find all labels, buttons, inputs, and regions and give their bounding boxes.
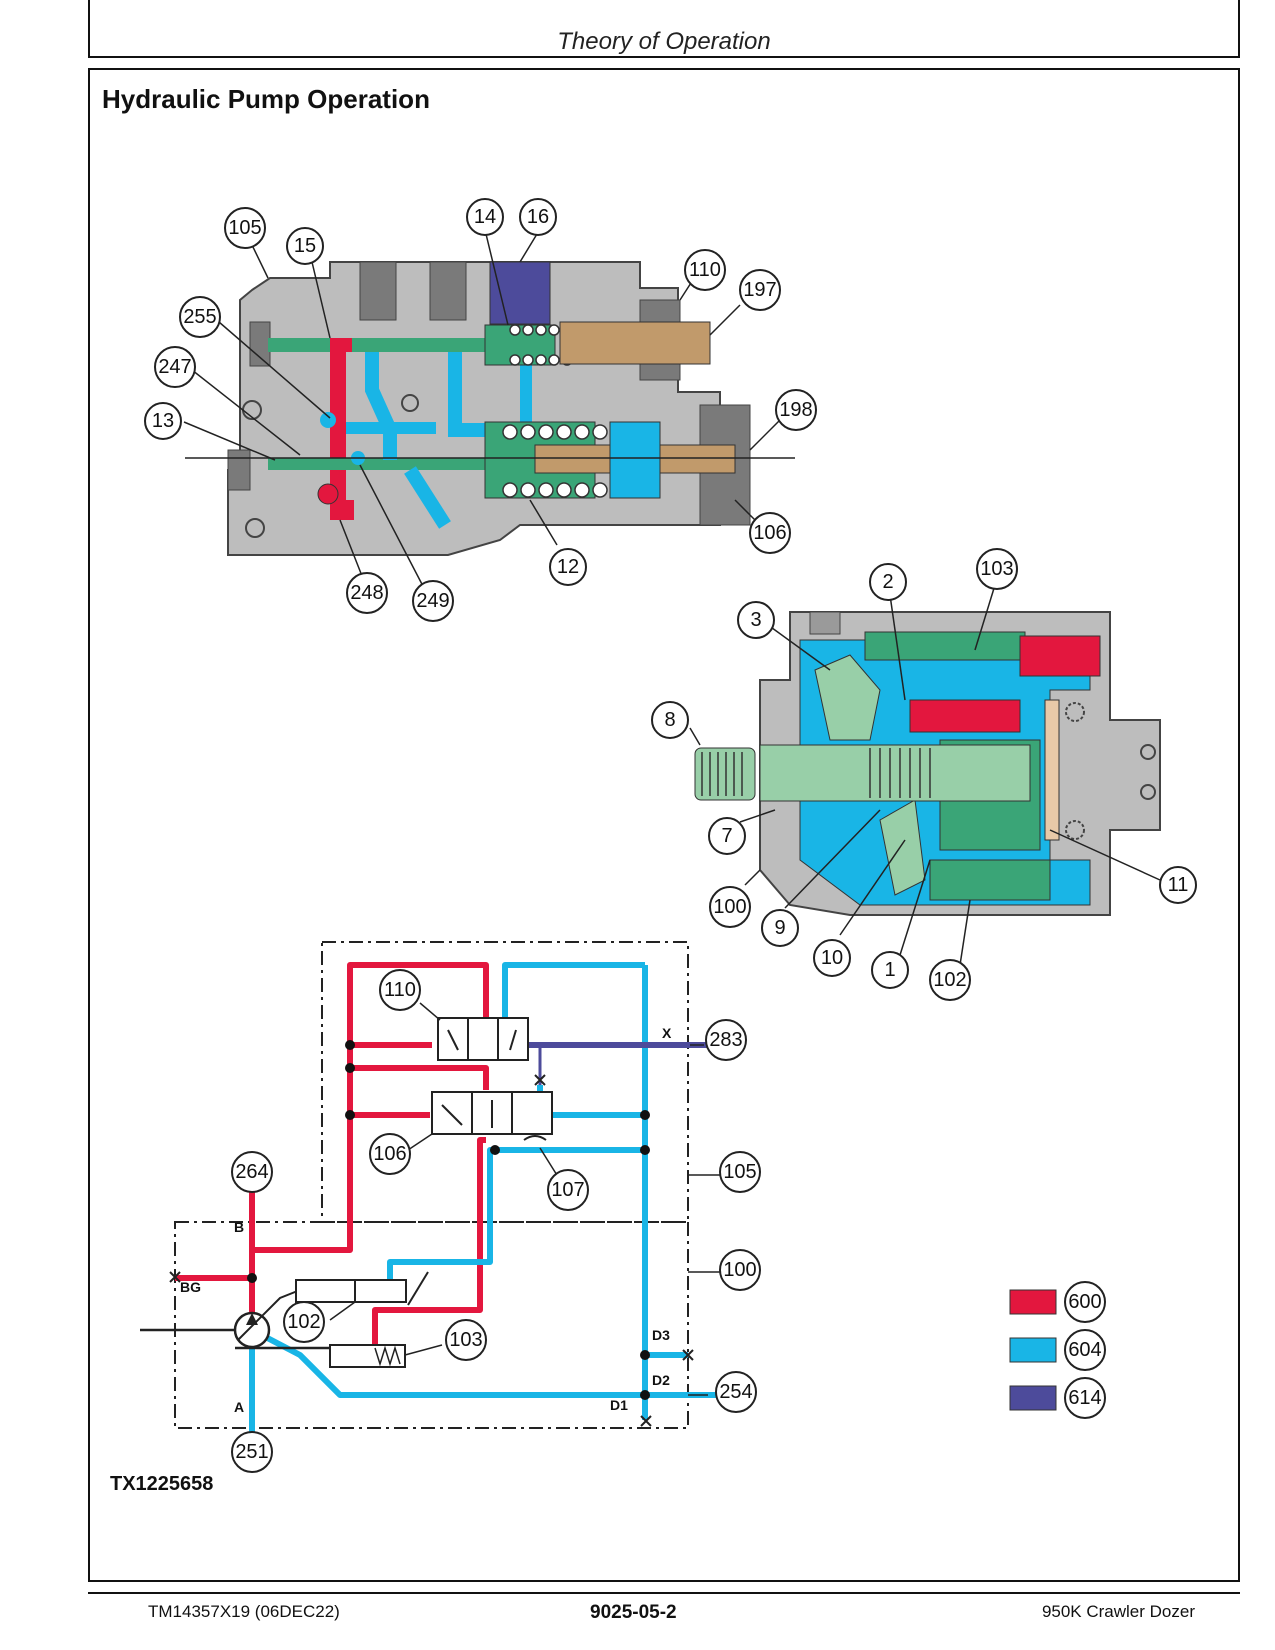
callout-110-schematic: 110 (384, 979, 416, 1001)
callout-105-schematic: 105 (723, 1161, 756, 1183)
callout-3: 3 (750, 609, 761, 631)
figure-id: TX1225658 (110, 1473, 213, 1495)
callout-14: 14 (474, 206, 496, 228)
legend-label-600: 600 (1068, 1291, 1101, 1313)
footer-manual-id: TM14357X19 (06DEC22) (148, 1602, 340, 1621)
callout-197: 197 (743, 279, 776, 301)
callout-leaders (183, 233, 1161, 1396)
hydraulic-schematic (140, 941, 730, 1460)
footer-rule (88, 1592, 1240, 1594)
callout-103-schematic: 103 (449, 1329, 482, 1351)
callout-264: 264 (235, 1161, 268, 1183)
callout-107: 107 (551, 1179, 584, 1201)
color-legend: 600 604 614 (1009, 1281, 1106, 1419)
port-x-label: X (662, 1025, 672, 1041)
callout-106-top: 106 (753, 522, 786, 544)
port-d3-label: D3 (652, 1327, 670, 1343)
port-bg-label: BG (180, 1279, 201, 1295)
callout-249: 249 (416, 590, 449, 612)
page-header-title: Theory of Operation (557, 28, 771, 55)
port-d1-label: D1 (610, 1397, 628, 1413)
header-frame (88, 0, 1240, 58)
port-d2-label: D2 (652, 1372, 670, 1388)
legend-swatch-614 (1009, 1385, 1057, 1411)
callout-1: 1 (884, 959, 895, 981)
legend-swatch-604 (1009, 1337, 1057, 1363)
callout-247: 247 (158, 356, 191, 378)
callout-11: 11 (1168, 874, 1189, 896)
pump-section (694, 611, 1161, 916)
callout-8: 8 (664, 709, 675, 731)
section-title: Hydraulic Pump Operation (102, 84, 430, 114)
callout-248: 248 (350, 582, 383, 604)
callout-16: 16 (527, 206, 549, 228)
callout-7: 7 (721, 825, 732, 847)
callout-12: 12 (557, 556, 579, 578)
callout-102-pump: 102 (933, 969, 966, 991)
callout-105: 105 (228, 217, 261, 239)
footer-page-number: 9025-05-2 (590, 1602, 677, 1623)
callout-198: 198 (779, 399, 812, 421)
callout-9: 9 (774, 917, 785, 939)
callout-15: 15 (294, 235, 316, 257)
port-b-label: B (234, 1219, 244, 1235)
callout-110-top: 110 (689, 259, 721, 281)
callout-283: 283 (709, 1029, 742, 1051)
callout-255: 255 (183, 306, 216, 328)
callout-2: 2 (882, 571, 893, 593)
callout-102-schematic: 102 (287, 1311, 320, 1333)
callout-100-pump: 100 (713, 896, 746, 918)
callout-10: 10 (821, 947, 843, 969)
callout-13: 13 (152, 410, 174, 432)
footer-machine-name: 950K Crawler Dozer (1041, 1602, 1195, 1621)
callout-254: 254 (719, 1381, 752, 1403)
callout-103-pump: 103 (980, 558, 1013, 580)
regulator-valve-section (185, 261, 795, 556)
content-frame (88, 68, 1240, 1582)
callout-106-schematic: 106 (373, 1143, 406, 1165)
legend-swatch-600 (1009, 1289, 1057, 1315)
callout-251: 251 (235, 1441, 268, 1463)
legend-label-604: 604 (1068, 1339, 1101, 1361)
legend-label-614: 614 (1068, 1387, 1101, 1409)
port-a-label: A (234, 1399, 244, 1415)
callout-100-schematic: 100 (723, 1259, 756, 1281)
